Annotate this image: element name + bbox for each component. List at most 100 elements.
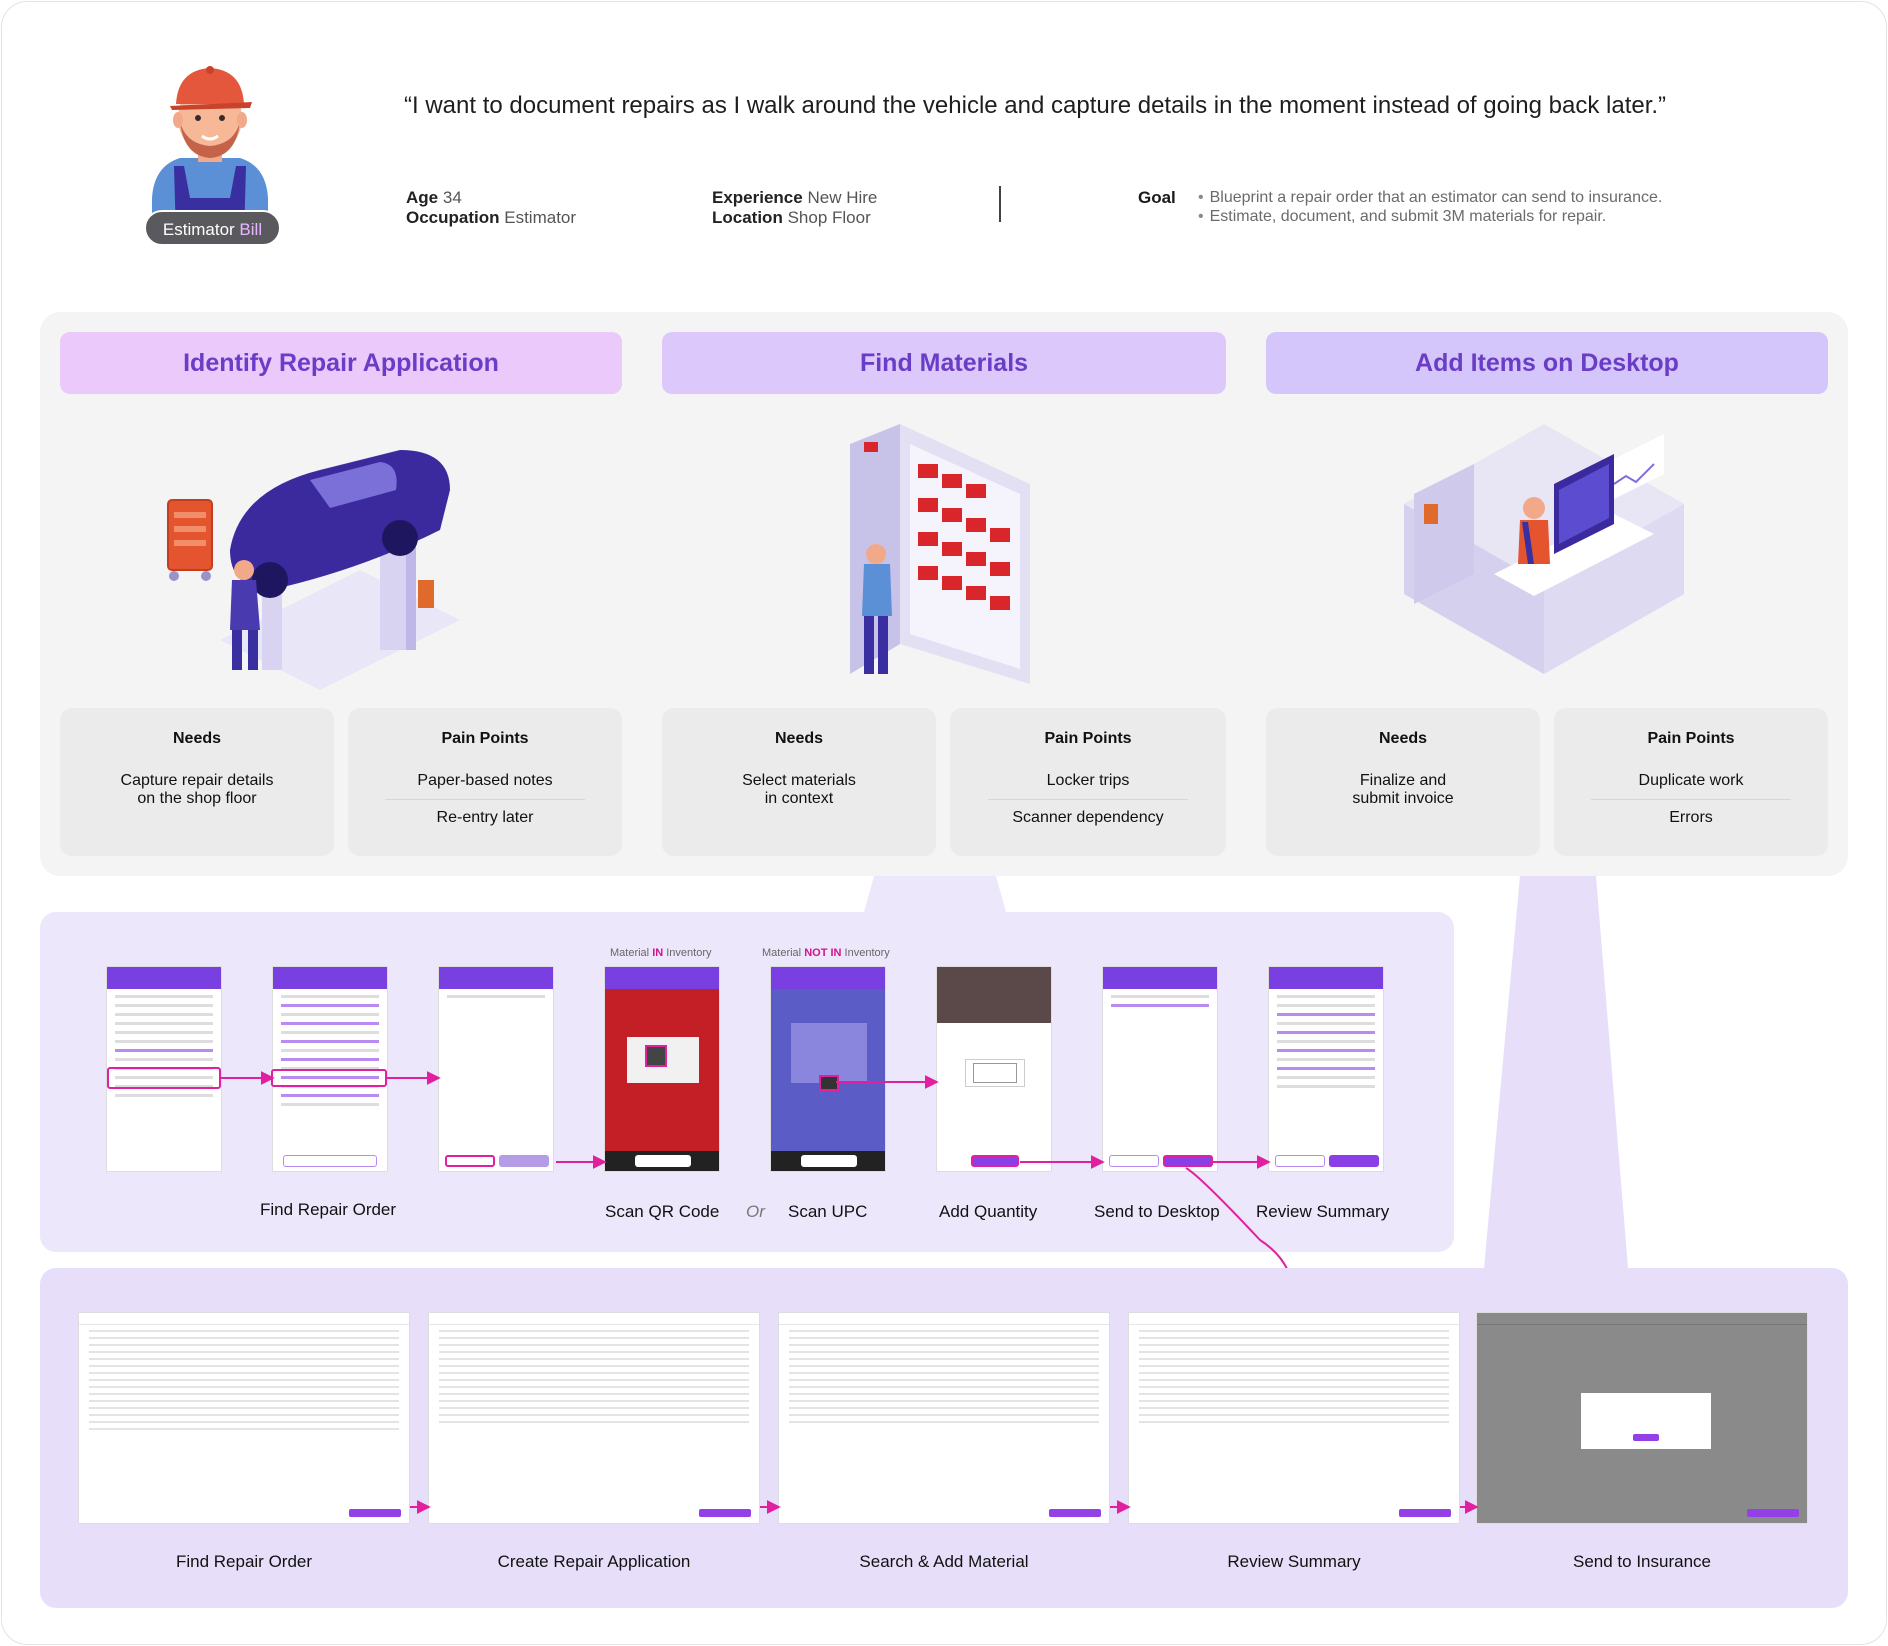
persona-age: Age 34 (406, 188, 462, 208)
mobile-step-send-to-desktop: Send to Desktop (1094, 1202, 1220, 1221)
review-button[interactable] (801, 1155, 857, 1167)
experience-value: New Hire (807, 188, 878, 207)
phone-send-to-ccc (1102, 966, 1218, 1172)
goal-list: •Blueprint a repair order that an estima… (1198, 188, 1662, 226)
persona-badge: Estimator Bill (144, 210, 281, 246)
phone-add-quantity (936, 966, 1052, 1172)
quantity-input[interactable] (973, 1063, 1017, 1083)
card-title: Needs (1378, 730, 1428, 747)
scan-button[interactable] (445, 1155, 495, 1167)
desktop-step-send-to-insurance: Send to Insurance (1573, 1552, 1711, 1571)
persona-role: Estimator (162, 220, 235, 239)
age-value: 34 (442, 188, 462, 207)
stage-1-needs-card: Needs Capture repair details on the shop… (60, 708, 334, 856)
send-button[interactable] (1747, 1509, 1799, 1517)
ok-button[interactable] (1633, 1434, 1659, 1441)
experience-label: Experience (712, 188, 803, 207)
stage-3-pain-card: Pain Points Duplicate work Errors (1554, 708, 1828, 856)
card-line: Scanner dependency (1012, 809, 1164, 826)
not-in-inventory-label: Material NOT IN Inventory (762, 947, 890, 959)
card-line: Select materials (742, 772, 856, 789)
app-bar (439, 967, 553, 989)
desktop-step-review-summary: Review Summary (1227, 1552, 1361, 1571)
app-bar (107, 967, 221, 989)
stage-2-needs-card: Needs Select materials in context (662, 708, 936, 856)
app-bar (273, 967, 387, 989)
persona-name: Bill (239, 220, 263, 239)
persona-occupation: Occupation Estimator (406, 208, 576, 228)
done-button[interactable] (971, 1155, 1019, 1167)
in-inventory-label: Material IN Inventory (610, 947, 712, 959)
desktop-office-illustration (1404, 424, 1684, 686)
goal-item: •Estimate, document, and submit 3M mater… (1198, 208, 1607, 225)
occupation-label: Occupation (406, 208, 500, 227)
occupation-value: Estimator (504, 208, 577, 227)
car-lift-illustration (160, 420, 490, 690)
card-title: Pain Points (441, 730, 529, 747)
mobile-step-scan-upc: Scan UPC (788, 1202, 868, 1221)
qr-code-icon (645, 1045, 667, 1067)
scan-button[interactable] (1109, 1155, 1159, 1167)
card-line: Capture repair details (120, 772, 274, 789)
review-button[interactable] (499, 1155, 549, 1167)
card-title: Pain Points (1647, 730, 1735, 747)
home-button[interactable] (1329, 1155, 1379, 1167)
mobile-step-scan-qr: Scan QR Code (605, 1202, 720, 1221)
sent-confirmation-dialog (1581, 1393, 1711, 1449)
review-button[interactable] (635, 1155, 691, 1167)
stage-3-needs-card: Needs Finalize and submit invoice (1266, 708, 1540, 856)
location-value: Shop Floor (787, 208, 871, 227)
continue-button[interactable] (349, 1509, 401, 1517)
stage-header-identify: Identify Repair Application (60, 332, 622, 394)
phone-scan-qr (604, 966, 720, 1172)
desktop-review-summary-screen (1128, 1312, 1460, 1524)
or-label: Or (746, 1202, 765, 1221)
card-divider (1591, 799, 1791, 800)
desktop-step-create-repair-application: Create Repair Application (497, 1552, 691, 1571)
phone-scan-upc (770, 966, 886, 1172)
app-bar (1269, 967, 1383, 989)
card-title: Pain Points (1044, 730, 1132, 747)
stage-1-pain-card: Pain Points Paper-based notes Re-entry l… (348, 708, 622, 856)
mobile-step-find-repair-order: Find Repair Order (260, 1200, 397, 1219)
card-line: on the shop floor (137, 790, 257, 807)
card-line: Locker trips (1046, 772, 1130, 789)
persona-location: Location Shop Floor (712, 208, 871, 228)
phone-scan-to-add (438, 966, 554, 1172)
continue-button[interactable] (699, 1509, 751, 1517)
card-divider (988, 799, 1188, 800)
continue-button[interactable] (1049, 1509, 1101, 1517)
desktop-send-to-insurance-screen (1476, 1312, 1808, 1524)
app-bar (605, 967, 719, 989)
card-line: submit invoice (1352, 790, 1454, 807)
submit-button[interactable] (1399, 1509, 1451, 1517)
card-title: Needs (774, 730, 824, 747)
add-repair-order-button[interactable] (283, 1155, 377, 1167)
persona-quote: “I want to document repairs as I walk ar… (404, 92, 1667, 119)
card-title: Needs (172, 730, 222, 747)
stage-header-desktop: Add Items on Desktop (1266, 332, 1828, 394)
stage-2-pain-card: Pain Points Locker trips Scanner depende… (950, 708, 1226, 856)
card-line: Finalize and (1359, 772, 1447, 789)
card-line: in context (764, 790, 834, 807)
desktop-step-search-add-material: Search & Add Material (859, 1552, 1029, 1571)
materials-locker-illustration (840, 424, 1040, 694)
goal-item: •Blueprint a repair order that an estima… (1198, 189, 1663, 206)
location-label: Location (712, 208, 783, 227)
mobile-step-review-summary: Review Summary (1256, 1202, 1390, 1221)
facts-divider (999, 186, 1001, 222)
card-line: Duplicate work (1638, 772, 1744, 789)
desktop-create-repair-application-screen (428, 1312, 760, 1524)
mobile-step-add-quantity: Add Quantity (939, 1202, 1038, 1221)
app-bar (1103, 967, 1217, 989)
persona-experience: Experience New Hire (712, 188, 877, 208)
card-divider (385, 799, 585, 800)
age-label: Age (406, 188, 439, 207)
goal-label: Goal (1138, 188, 1176, 207)
logout-button[interactable] (1275, 1155, 1325, 1167)
card-line: Re-entry later (436, 809, 534, 826)
stage-header-find: Find Materials (662, 332, 1226, 394)
